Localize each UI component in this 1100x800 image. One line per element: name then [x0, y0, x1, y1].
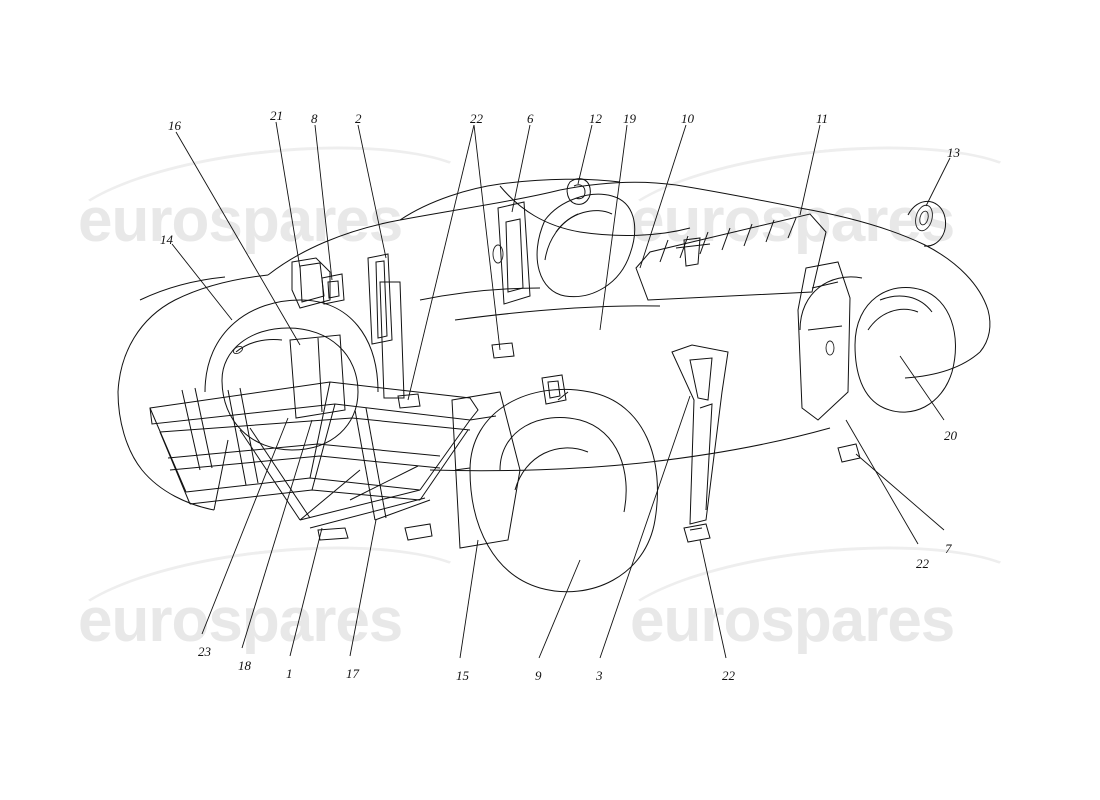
callout-22-right: 22 [916, 556, 929, 571]
callout-8: 8 [311, 111, 318, 126]
callout-1: 1 [286, 666, 293, 681]
chassis-frame-assembly [149, 381, 479, 541]
callout-3: 3 [596, 668, 603, 683]
callout-19: 19 [623, 111, 636, 126]
callout-22-bottom: 22 [722, 668, 735, 683]
callout-18: 18 [238, 658, 251, 673]
callout-16: 16 [168, 118, 181, 133]
leader-lines [171, 121, 951, 659]
watermark-text: eurospares [630, 586, 955, 655]
callout-10: 10 [681, 111, 694, 126]
callout-11: 11 [816, 111, 829, 126]
callout-23: 23 [198, 644, 211, 659]
callout-12: 12 [589, 111, 602, 126]
watermark-text: eurospares [78, 586, 403, 655]
callout-13: 13 [947, 145, 960, 160]
callout-6: 6 [527, 111, 534, 126]
callout-9: 9 [535, 668, 542, 683]
callout-15: 15 [456, 668, 469, 683]
callout-21: 21 [270, 108, 283, 123]
callout-20: 20 [944, 428, 957, 443]
callout-17: 17 [346, 666, 359, 681]
callout-7: 7 [945, 541, 952, 556]
callout-22-top: 22 [470, 111, 483, 126]
detached-panels [289, 178, 946, 593]
callout-2: 2 [355, 111, 362, 126]
callout-14: 14 [160, 232, 173, 247]
car-body-outline [117, 178, 991, 511]
